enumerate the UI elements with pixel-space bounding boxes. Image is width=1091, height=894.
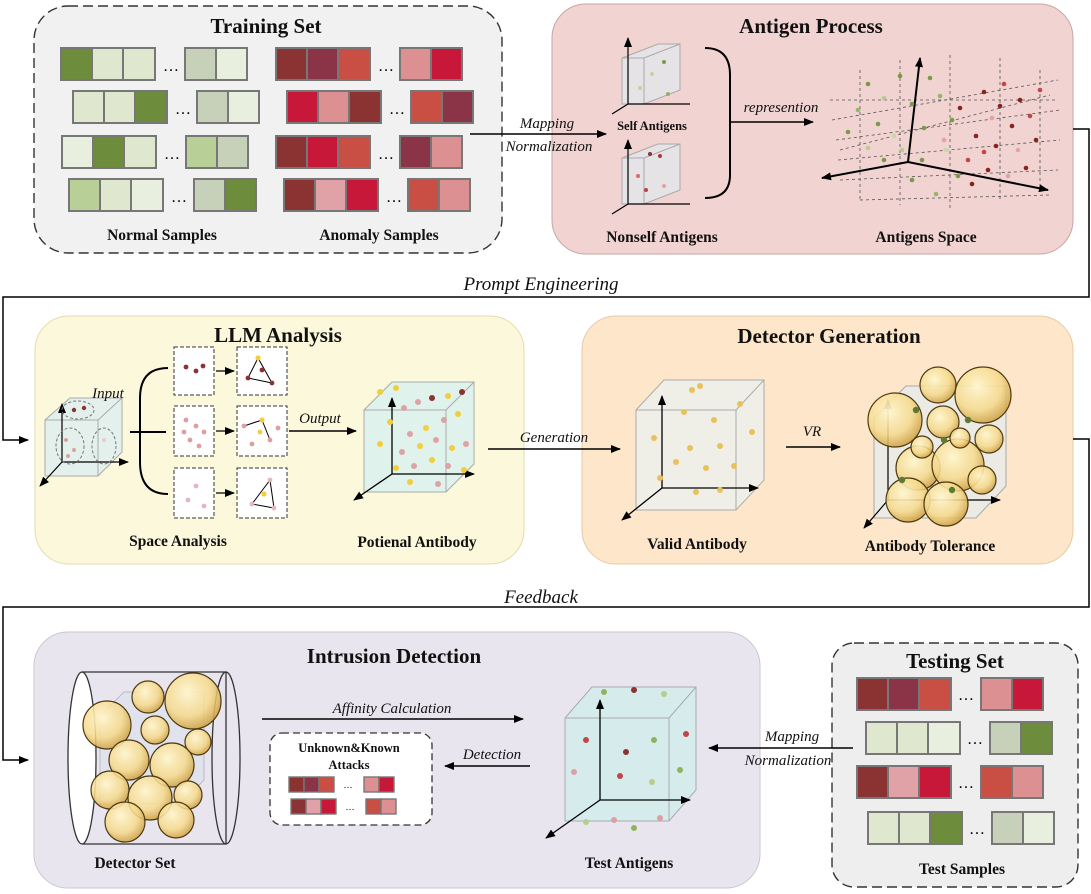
ellipsis: … (958, 775, 974, 792)
nonself-antigens-cube (611, 139, 690, 215)
detector-set-cylinder (67, 671, 241, 845)
ellipsis: … (164, 146, 180, 163)
antibody-dot (461, 467, 467, 473)
test-samples-label: Test Samples (919, 861, 1005, 878)
antibody-tolerance-label: Antibody Tolerance (865, 538, 996, 555)
antigens-space-plot (821, 55, 1061, 210)
antibody-dot (423, 425, 429, 431)
affinity-label: Affinity Calculation (332, 701, 452, 717)
antibody-dot (445, 393, 451, 399)
antibody-dot (459, 389, 465, 395)
test-mapping-label: Mapping (764, 729, 820, 745)
self-antigens-cube (611, 37, 690, 115)
test-samples-rows: … … … … (856, 677, 1055, 845)
antibody-dot (441, 417, 447, 423)
antibody-dot (463, 441, 469, 447)
anomaly-samples-label: Anomaly Samples (319, 227, 438, 244)
output-label: Output (299, 411, 342, 427)
antibody-dot (393, 465, 399, 471)
antibody-dot (449, 445, 455, 451)
attack-sample-rows: … … (288, 776, 397, 815)
normal-samples-label: Normal Samples (107, 227, 217, 244)
nonself-antigens-label: Nonself Antigens (606, 229, 718, 246)
intrusion-detection-title: Intrusion Detection (307, 644, 482, 668)
antibody-dot (429, 395, 435, 401)
antibody-dot (429, 457, 435, 463)
potential-antibody-label: Potienal Antibody (357, 534, 477, 551)
feedback-connector (2, 438, 1090, 764)
antibody-dot (411, 463, 417, 469)
ellipsis: … (967, 731, 983, 748)
antibody-dot (393, 385, 399, 391)
test-antigens-cube (545, 686, 697, 839)
mapping-label: Mapping (519, 116, 575, 132)
antigens-space-label: Antigens Space (875, 229, 976, 246)
antibody-dot (433, 437, 439, 443)
ellipsis: … (378, 146, 394, 163)
self-antigens-label: Self Antigens (617, 119, 687, 133)
ellipsis: … (346, 802, 355, 812)
testing-set-title: Testing Set (906, 649, 1004, 673)
normalization-label: Normalization (505, 139, 593, 155)
space-analysis-label: Space Analysis (129, 533, 227, 550)
merge-bracket (704, 47, 731, 199)
antibody-dot (455, 411, 461, 417)
ellipsis: … (958, 687, 974, 704)
prompt-engineering-connector (2, 128, 1090, 444)
antibody-dot (445, 463, 451, 469)
ellipsis: … (171, 189, 187, 206)
prompt-engineering-label: Prompt Engineering (463, 274, 619, 295)
ellipsis: … (175, 101, 191, 118)
antibody-dot (387, 419, 393, 425)
antibody-dot (407, 479, 413, 485)
antibody-dot (407, 431, 413, 437)
antigen-space-red-dots (941, 81, 1043, 187)
training-set-title: Training Set (210, 14, 321, 38)
test-normalization-label: Normalization (744, 753, 832, 769)
ellipsis: … (344, 780, 353, 790)
detection-label: Detection (462, 747, 521, 763)
anomaly-samples-rows: … … … … (275, 47, 474, 212)
input-label: Input (91, 386, 124, 402)
antibody-tolerance-spheres (863, 366, 1012, 529)
analysis-brace (130, 367, 169, 495)
normal-samples-rows: … … … … (60, 47, 260, 212)
valid-antibody-label: Valid Antibody (647, 536, 747, 553)
antibody-dot (435, 481, 441, 487)
attacks-line1: Unknown&Known (298, 741, 399, 755)
space-analysis-grid (173, 346, 288, 519)
ellipsis: … (163, 58, 179, 75)
antibody-dot (377, 441, 383, 447)
represention-label: represention (744, 100, 819, 116)
antibody-dot (399, 449, 405, 455)
antibody-dot (415, 399, 421, 405)
feedback-label: Feedback (503, 587, 578, 608)
potential-antibody-dots (377, 385, 469, 487)
detector-set-label: Detector Set (94, 855, 176, 872)
detector-generation-title: Detector Generation (737, 324, 921, 348)
attacks-line2: Attacks (329, 758, 370, 772)
antibody-dot (377, 389, 383, 395)
generation-label: Generation (520, 430, 588, 446)
antigen-process-title: Antigen Process (739, 14, 883, 38)
ellipsis: … (386, 189, 402, 206)
ellipsis: … (969, 821, 985, 838)
antigen-space-dots (845, 73, 961, 197)
ellipsis: … (389, 101, 405, 118)
training-set-panel (33, 5, 503, 254)
test-antigens-label: Test Antigens (585, 855, 674, 872)
antibody-dot (417, 443, 423, 449)
valid-antibody-cube (621, 379, 765, 521)
vr-label: VR (803, 424, 821, 440)
input-cube (39, 397, 129, 487)
llm-analysis-title: LLM Analysis (214, 323, 342, 347)
antibody-dot (401, 405, 407, 411)
ellipsis: … (378, 58, 394, 75)
